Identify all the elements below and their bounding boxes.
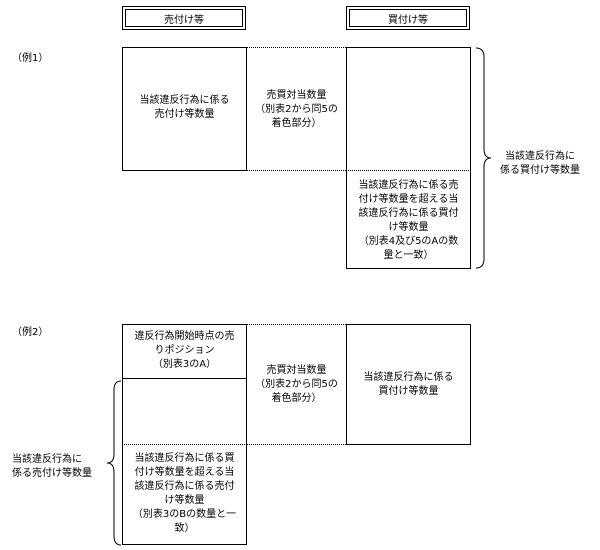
example1-dotted-top [247,47,346,48]
example1-brace-label: 当該違反行為に 係る買付け等数量 [500,151,580,176]
example2-sell-upper-text: 違反行為開始時点の売 りポジション （別表3のA） [134,331,235,370]
buy-header: 買付け等 [346,6,470,30]
example2-sell-upper-divider [122,378,247,379]
example2-buy-box [346,324,471,445]
example2-dotted-bottom [247,444,346,445]
sell-header: 売付け等 [122,6,246,30]
example1-right-brace [475,47,492,269]
example1-buy-lower-text: 当該違反行為に係る売 付け等数量を超える当 該違反行為に係る買付 け等数量 （別… [358,180,459,261]
example1-dotted-bottom [247,170,346,171]
example1-sell-text: 当該違反行為に係る 売付け等数量 [139,95,230,120]
example2-left-brace [106,380,122,546]
buy-header-label: 買付け等 [349,9,467,27]
example2-sell-lower-divider [122,444,247,445]
example2-sell-box [122,324,247,545]
example2-brace-label: 当該違反行為に 係る売付け等数量 [12,454,92,479]
example1-middle-text: 売買対当数量 （別表2から同5の 着色部分） [255,90,338,129]
example1-buy-divider [346,170,471,171]
example2-dotted-top [247,324,346,325]
example1-label: （例1） [12,53,49,64]
example1-buy-box [346,47,471,269]
example2-middle-text: 売買対当数量 （別表2から同5の 着色部分） [255,365,338,404]
example1-buy-topline [346,47,471,48]
sell-header-label: 売付け等 [125,9,243,27]
example1-sell-box [122,47,247,171]
example2-sell-lower-text: 当該違反行為に係る買 付け等数量を超える当 該違反行為に係る売付 け等数量 （別… [132,453,237,534]
example2-buy-text: 当該違反行為に係る 買付け等数量 [363,372,454,397]
example2-label: （例2） [12,327,49,338]
